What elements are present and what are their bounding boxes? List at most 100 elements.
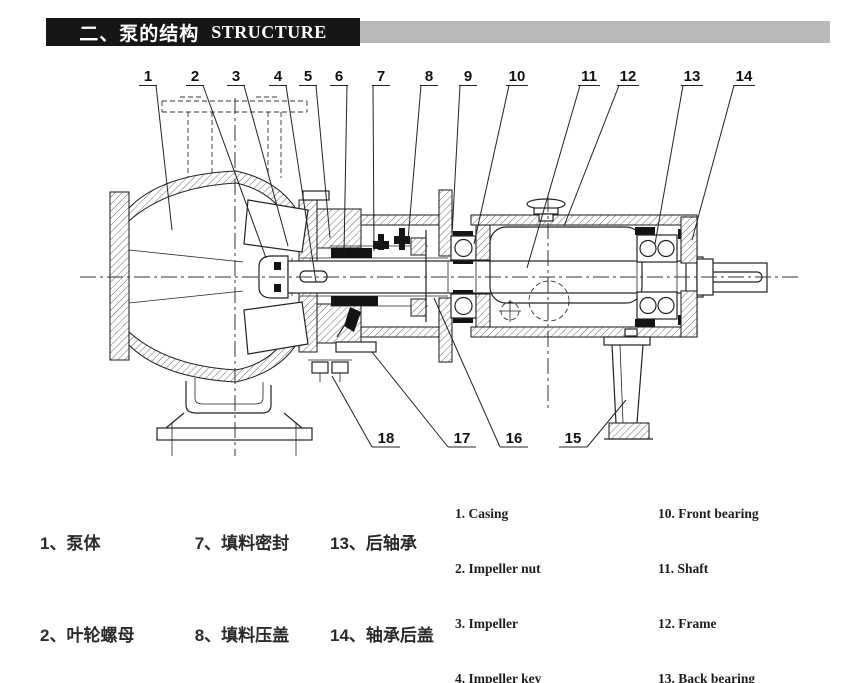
callout-15: 15 (559, 399, 627, 448)
callout-4: 4 (269, 68, 317, 283)
pump-cross-section-diagram: 1 2 3 4 5 6 7 (80, 68, 800, 456)
callout-3: 3 (227, 68, 289, 247)
callout-number: 16 (506, 430, 523, 447)
stuffing-box (308, 228, 428, 382)
legend-item: 1、泵体 (40, 534, 101, 553)
callout-number: 7 (377, 68, 385, 85)
callout-number: 18 (378, 430, 395, 447)
anti-rotating-bolt (344, 307, 361, 332)
packing-gland-lower (410, 298, 427, 317)
callout-number: 13 (684, 68, 701, 85)
packing-seal-upper (331, 248, 372, 258)
casing-channel-outer (185, 381, 272, 414)
legend-item: 11. Shaft (658, 561, 709, 577)
callout-number: 12 (620, 68, 637, 85)
front-bearing-cover-lower (438, 297, 453, 363)
callout-2: 2 (186, 68, 267, 259)
pump-cover-upper (316, 208, 362, 249)
legend-item: 1. Casing (455, 505, 509, 521)
callout-8: 8 (407, 68, 438, 241)
callout-17: 17 (371, 351, 476, 448)
packing-seal-lower (331, 296, 378, 306)
impeller-blade-upper (243, 199, 309, 253)
callout-6: 6 (330, 68, 348, 254)
callout-number: 17 (454, 430, 471, 447)
legend-item: 7、填料密封 (190, 534, 290, 553)
legend-item: 10. Front bearing (658, 505, 759, 521)
frame-neck-upper (360, 214, 442, 226)
legend-cn-column-1: 1、泵体 2、叶轮螺母 3、叶轮 4、叶轮键 5、泵盖 6、节流衬套 (40, 468, 134, 683)
callout-18: 18 (331, 375, 400, 448)
frame-wall-lower (470, 326, 698, 338)
callout-number: 9 (464, 68, 472, 85)
front-bearing-ball-lower (454, 296, 473, 316)
centerlines (80, 98, 800, 456)
title-gray-bar (360, 21, 830, 43)
legend-en-column-1: 1. Casing 2. Impeller nut 3. Impeller 4.… (455, 468, 598, 683)
suction-flange (109, 191, 130, 361)
frame-neck-lower (360, 326, 442, 338)
callout-number: 10 (509, 68, 526, 85)
bracket-mount (603, 336, 651, 346)
frame-body (470, 198, 698, 338)
callout-11: 11 (526, 68, 600, 269)
callout-1: 1 (139, 68, 173, 231)
oil-level-circle (528, 280, 570, 322)
back-bearing-ball-4 (657, 296, 675, 315)
callout-number: 8 (425, 68, 433, 85)
legend-item: 14、轴承后盖 (330, 625, 434, 645)
front-bearing-cover-upper (438, 189, 453, 257)
packing-gland-upper (410, 237, 427, 256)
callouts-bottom: 18 17 16 15 (331, 297, 627, 448)
legend-item: 2、叶轮螺母 (40, 625, 135, 645)
cover-nut-2 (331, 361, 349, 374)
bracket-foot (608, 422, 650, 440)
callout-number: 1 (144, 68, 152, 85)
cover-nut-1 (311, 361, 329, 374)
callout-14: 14 (691, 68, 755, 241)
section-title-en: STRUCTURE (211, 21, 327, 42)
section-title-bar: 二、泵的结构 STRUCTURE (46, 18, 360, 46)
frame-cavity (489, 226, 643, 304)
callout-10: 10 (473, 68, 528, 245)
legend-item: 13、后轴承 (330, 534, 417, 553)
back-cover-lower (680, 290, 698, 338)
callout-9: 9 (451, 68, 477, 236)
casing-channel-inner (194, 378, 264, 405)
callout-number: 4 (274, 68, 283, 85)
support-bracket (603, 328, 653, 440)
back-bearing-assembly (635, 216, 714, 338)
legend-en-column-2: 10. Front bearing 11. Shaft 12. Frame 13… (658, 468, 804, 683)
impeller-blade-lower (243, 301, 309, 355)
back-cover-upper (680, 216, 698, 264)
callout-16: 16 (433, 297, 528, 448)
pump-cover-tab (302, 190, 330, 201)
callout-number: 5 (304, 68, 312, 85)
front-bearing-assembly (438, 189, 491, 363)
back-bearing-ball-1 (639, 239, 657, 258)
legend-item: 4. Impeller key (455, 671, 542, 683)
legend-item: 3. Impeller (455, 616, 518, 632)
callout-7: 7 (372, 68, 390, 252)
callout-13: 13 (654, 68, 703, 245)
legend-cn-column-3: 13、后轴承 14、轴承后盖 15、支架 16、轴套 17、管接头 18、防转螺… (330, 468, 434, 683)
frame-wall-upper (470, 214, 698, 226)
pipe-joint (335, 341, 377, 353)
callout-number: 6 (335, 68, 343, 85)
legend-item: 12. Frame (658, 616, 717, 632)
section-title-cn: 二、泵的结构 (79, 23, 200, 45)
legend-item: 8、填料压盖 (190, 625, 290, 645)
callout-number: 3 (232, 68, 240, 85)
callout-12: 12 (563, 68, 639, 227)
callout-number: 14 (736, 68, 753, 85)
back-bearing-ball-2 (657, 239, 675, 258)
front-bearing-ball-upper (454, 238, 473, 258)
legend-item: 2. Impeller nut (455, 561, 541, 577)
legend-cn-column-2: 7、填料密封 8、填料压盖 9、轴承前盖 10、前轴承 11、轴 12、悬架体 (190, 468, 289, 683)
legend-item: 13. Back bearing (658, 671, 756, 683)
callouts-top: 1 2 3 4 5 6 7 (139, 68, 755, 283)
callout-5: 5 (299, 68, 331, 239)
callout-number: 2 (191, 68, 199, 85)
back-bearing-ball-3 (639, 296, 657, 315)
